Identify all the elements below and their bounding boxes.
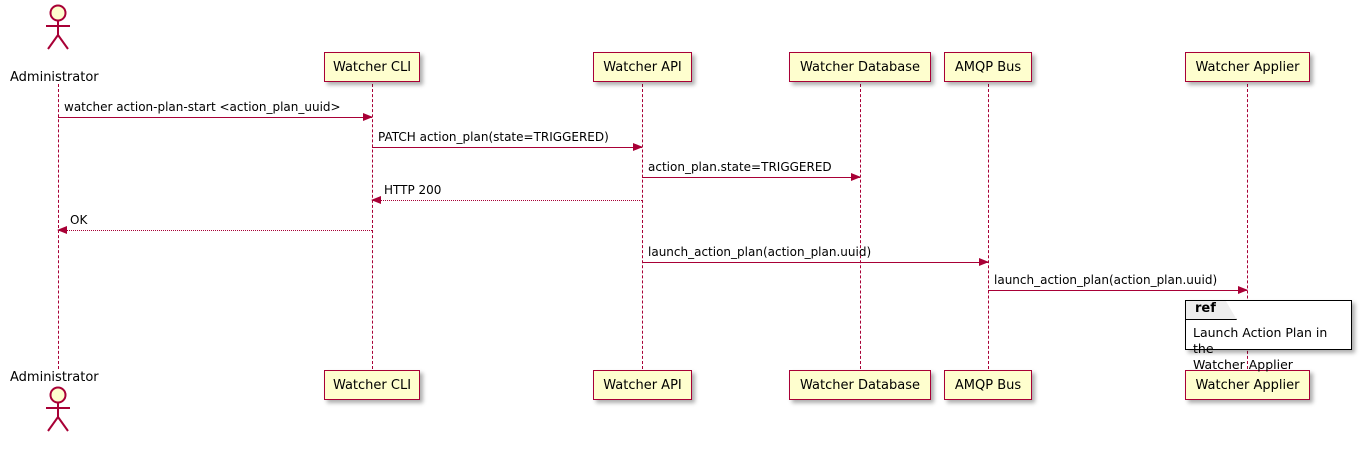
lifeline-api (642, 84, 643, 369)
message-line (372, 147, 642, 148)
actor-administrator-bottom (41, 386, 75, 438)
participant-database-bottom[interactable]: Watcher Database (789, 370, 931, 400)
lifeline-database (860, 84, 861, 369)
participant-label: Watcher Applier (1195, 59, 1300, 75)
arrow-head-icon (1238, 285, 1248, 294)
message-label: launch_action_plan(action_plan.uuid) (648, 245, 872, 259)
message-line (58, 117, 372, 118)
participant-database-top[interactable]: Watcher Database (789, 52, 931, 82)
message-label: launch_action_plan(action_plan.uuid) (994, 273, 1218, 287)
lifeline-amqp (988, 84, 989, 369)
actor-label-administrator-bottom: Administrator (10, 370, 99, 385)
participant-api-top[interactable]: Watcher API (593, 52, 692, 82)
participant-label: Watcher Database (800, 377, 920, 393)
message-label: action_plan.state=TRIGGERED (648, 160, 832, 174)
participant-api-bottom[interactable]: Watcher API (593, 370, 692, 400)
participant-amqp-bottom[interactable]: AMQP Bus (944, 370, 1032, 400)
arrow-head-icon (633, 142, 643, 151)
participant-applier-top[interactable]: Watcher Applier (1185, 52, 1310, 82)
arrow-head-icon (979, 257, 989, 266)
participant-label: Watcher CLI (332, 377, 412, 393)
message-label: watcher action-plan-start <action_plan_u… (64, 100, 341, 114)
lifeline-applier (1247, 84, 1248, 369)
arrow-head-icon (363, 112, 373, 121)
ref-body-line-1: Launch Action Plan in the (1193, 325, 1328, 356)
message-line (642, 177, 860, 178)
participant-amqp-top[interactable]: AMQP Bus (944, 52, 1032, 82)
actor-label-administrator-top: Administrator (10, 70, 99, 85)
participant-label: Watcher API (603, 377, 682, 393)
participant-label: Watcher CLI (332, 59, 412, 75)
arrow-head-icon (371, 195, 381, 204)
participant-label: AMQP Bus (954, 377, 1022, 393)
actor-figure-icon (46, 386, 70, 432)
ref-body-line-2: Watcher Applier (1193, 357, 1293, 372)
actor-figure-icon (46, 4, 70, 50)
participant-cli-top[interactable]: Watcher CLI (324, 52, 420, 82)
message-line (642, 262, 988, 263)
message-line (58, 230, 372, 231)
lifeline-cli (372, 84, 373, 369)
message-label: PATCH action_plan(state=TRIGGERED) (378, 130, 609, 144)
message-label: OK (70, 213, 88, 227)
message-label: HTTP 200 (384, 183, 442, 197)
actor-administrator-top (41, 4, 75, 56)
arrow-head-icon (57, 225, 67, 234)
arrow-head-icon (851, 172, 861, 181)
participant-cli-bottom[interactable]: Watcher CLI (324, 370, 420, 400)
participant-label: Watcher API (603, 59, 682, 75)
message-line (988, 290, 1247, 291)
message-line (372, 200, 642, 201)
participant-label: Watcher Applier (1195, 377, 1300, 393)
participant-applier-bottom[interactable]: Watcher Applier (1185, 370, 1310, 400)
participant-label: Watcher Database (800, 59, 920, 75)
ref-fragment-tab-label: ref (1186, 301, 1237, 320)
participant-label: AMQP Bus (954, 59, 1022, 75)
